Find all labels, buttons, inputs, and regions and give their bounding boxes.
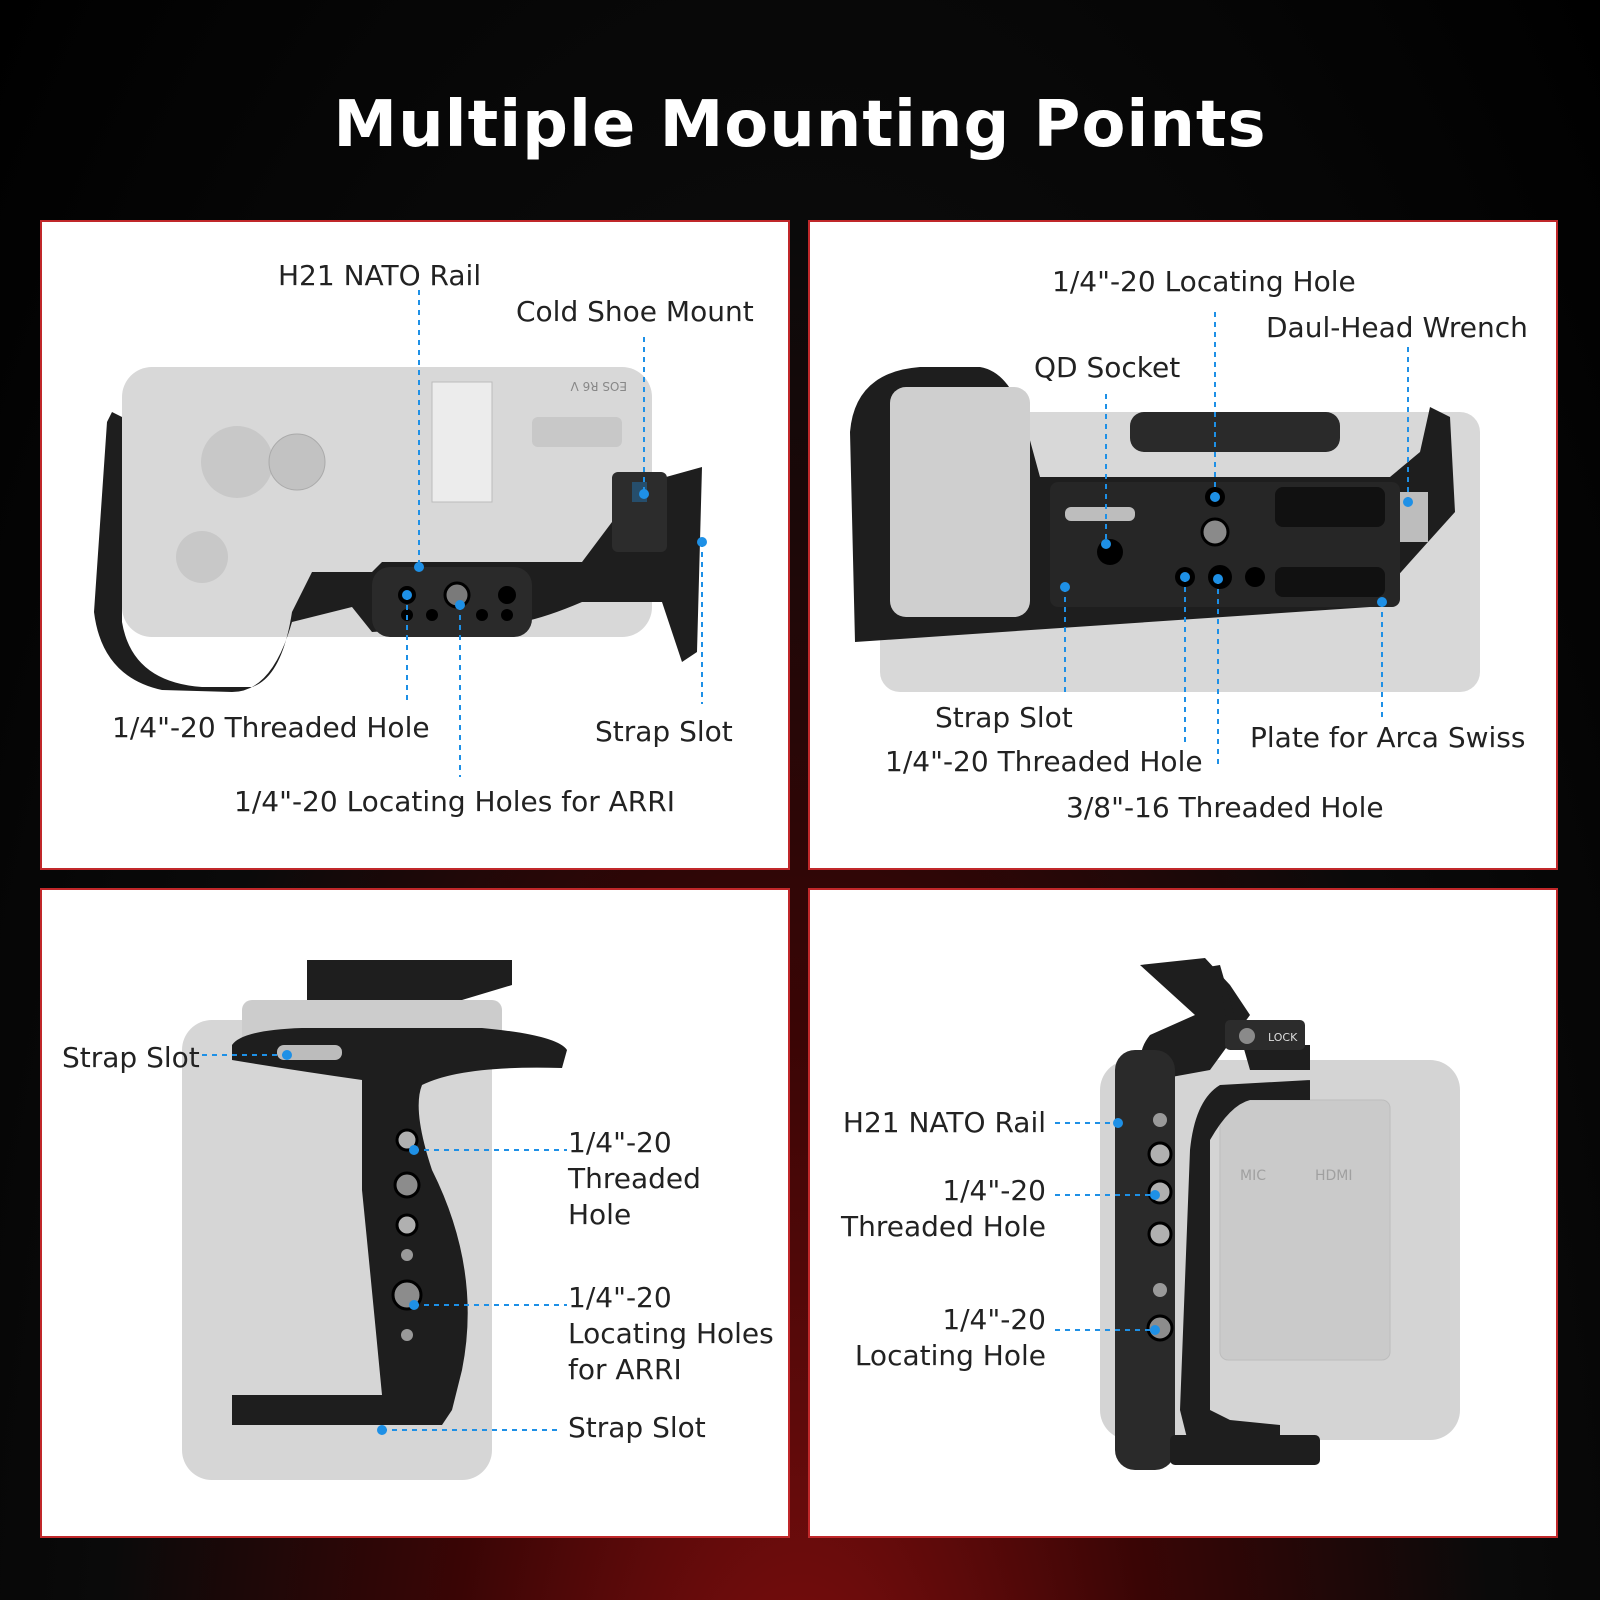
label-arri-holes: 1/4"-20 Locating Holes for ARRI <box>234 785 675 818</box>
label-locating-hole: 1/4"-20 Locating Hole <box>854 1303 1046 1372</box>
label-cold-shoe: Cold Shoe Mount <box>516 295 754 328</box>
label-qd-socket: QD Socket <box>1034 351 1181 384</box>
lock-text: LOCK <box>1268 1031 1298 1044</box>
camera-bottom-view-illustration <box>850 312 1480 767</box>
camera-model-text: EOS R6 V <box>570 379 627 393</box>
page-title: Multiple Mounting Points <box>333 88 1267 162</box>
label-threaded-hole: 1/4"-20 Threaded Hole <box>112 711 430 744</box>
callout-dots <box>402 489 707 610</box>
label-threaded-hole: 1/4"-20 Threaded Hole <box>885 745 1203 778</box>
label-three-eight-hole: 3/8"-16 Threaded Hole <box>1066 791 1384 824</box>
label-nato-rail: H21 NATO Rail <box>278 259 482 292</box>
camera-top-view-illustration: EOS R6 V <box>94 290 707 777</box>
label-strap-slot: Strap Slot <box>935 701 1073 734</box>
label-threaded-hole: 1/4"-20 Threaded Hole <box>841 1174 1046 1243</box>
camera-grip-side-illustration <box>182 960 567 1480</box>
panel-port-side-view: MIC HDMI LOCK H21 NATO Rail 1/4"-20 Thre… <box>808 888 1558 1538</box>
camera-port-side-illustration: MIC HDMI LOCK <box>1055 958 1460 1470</box>
panel-top-view: EOS R6 V H21 NATO Rail Cold Shoe Mount 1… <box>40 220 790 870</box>
label-arca-plate: Plate for Arca Swiss <box>1250 721 1526 754</box>
label-nato-rail: H21 NATO Rail <box>842 1106 1046 1139</box>
label-wrench: Daul-Head Wrench <box>1266 311 1528 344</box>
panel-bottom-view: 1/4"-20 Locating Hole Daul-Head Wrench Q… <box>808 220 1558 870</box>
label-arri-holes: 1/4"-20 Locating Holes for ARRI <box>568 1281 774 1386</box>
label-strap-slot: Strap Slot <box>595 715 733 748</box>
label-locating-hole: 1/4"-20 Locating Hole <box>1052 265 1356 298</box>
mic-port-text: MIC <box>1240 1168 1266 1184</box>
label-strap-slot-bottom: Strap Slot <box>568 1411 706 1444</box>
panel-grip-side-view: Strap Slot 1/4"-20 Threaded Hole 1/4"-20… <box>40 888 790 1538</box>
label-strap-slot-top: Strap Slot <box>62 1041 200 1074</box>
callout-lines <box>406 290 703 777</box>
label-threaded-hole: 1/4"-20 Threaded Hole <box>568 1126 701 1231</box>
hdmi-port-text: HDMI <box>1315 1168 1353 1184</box>
